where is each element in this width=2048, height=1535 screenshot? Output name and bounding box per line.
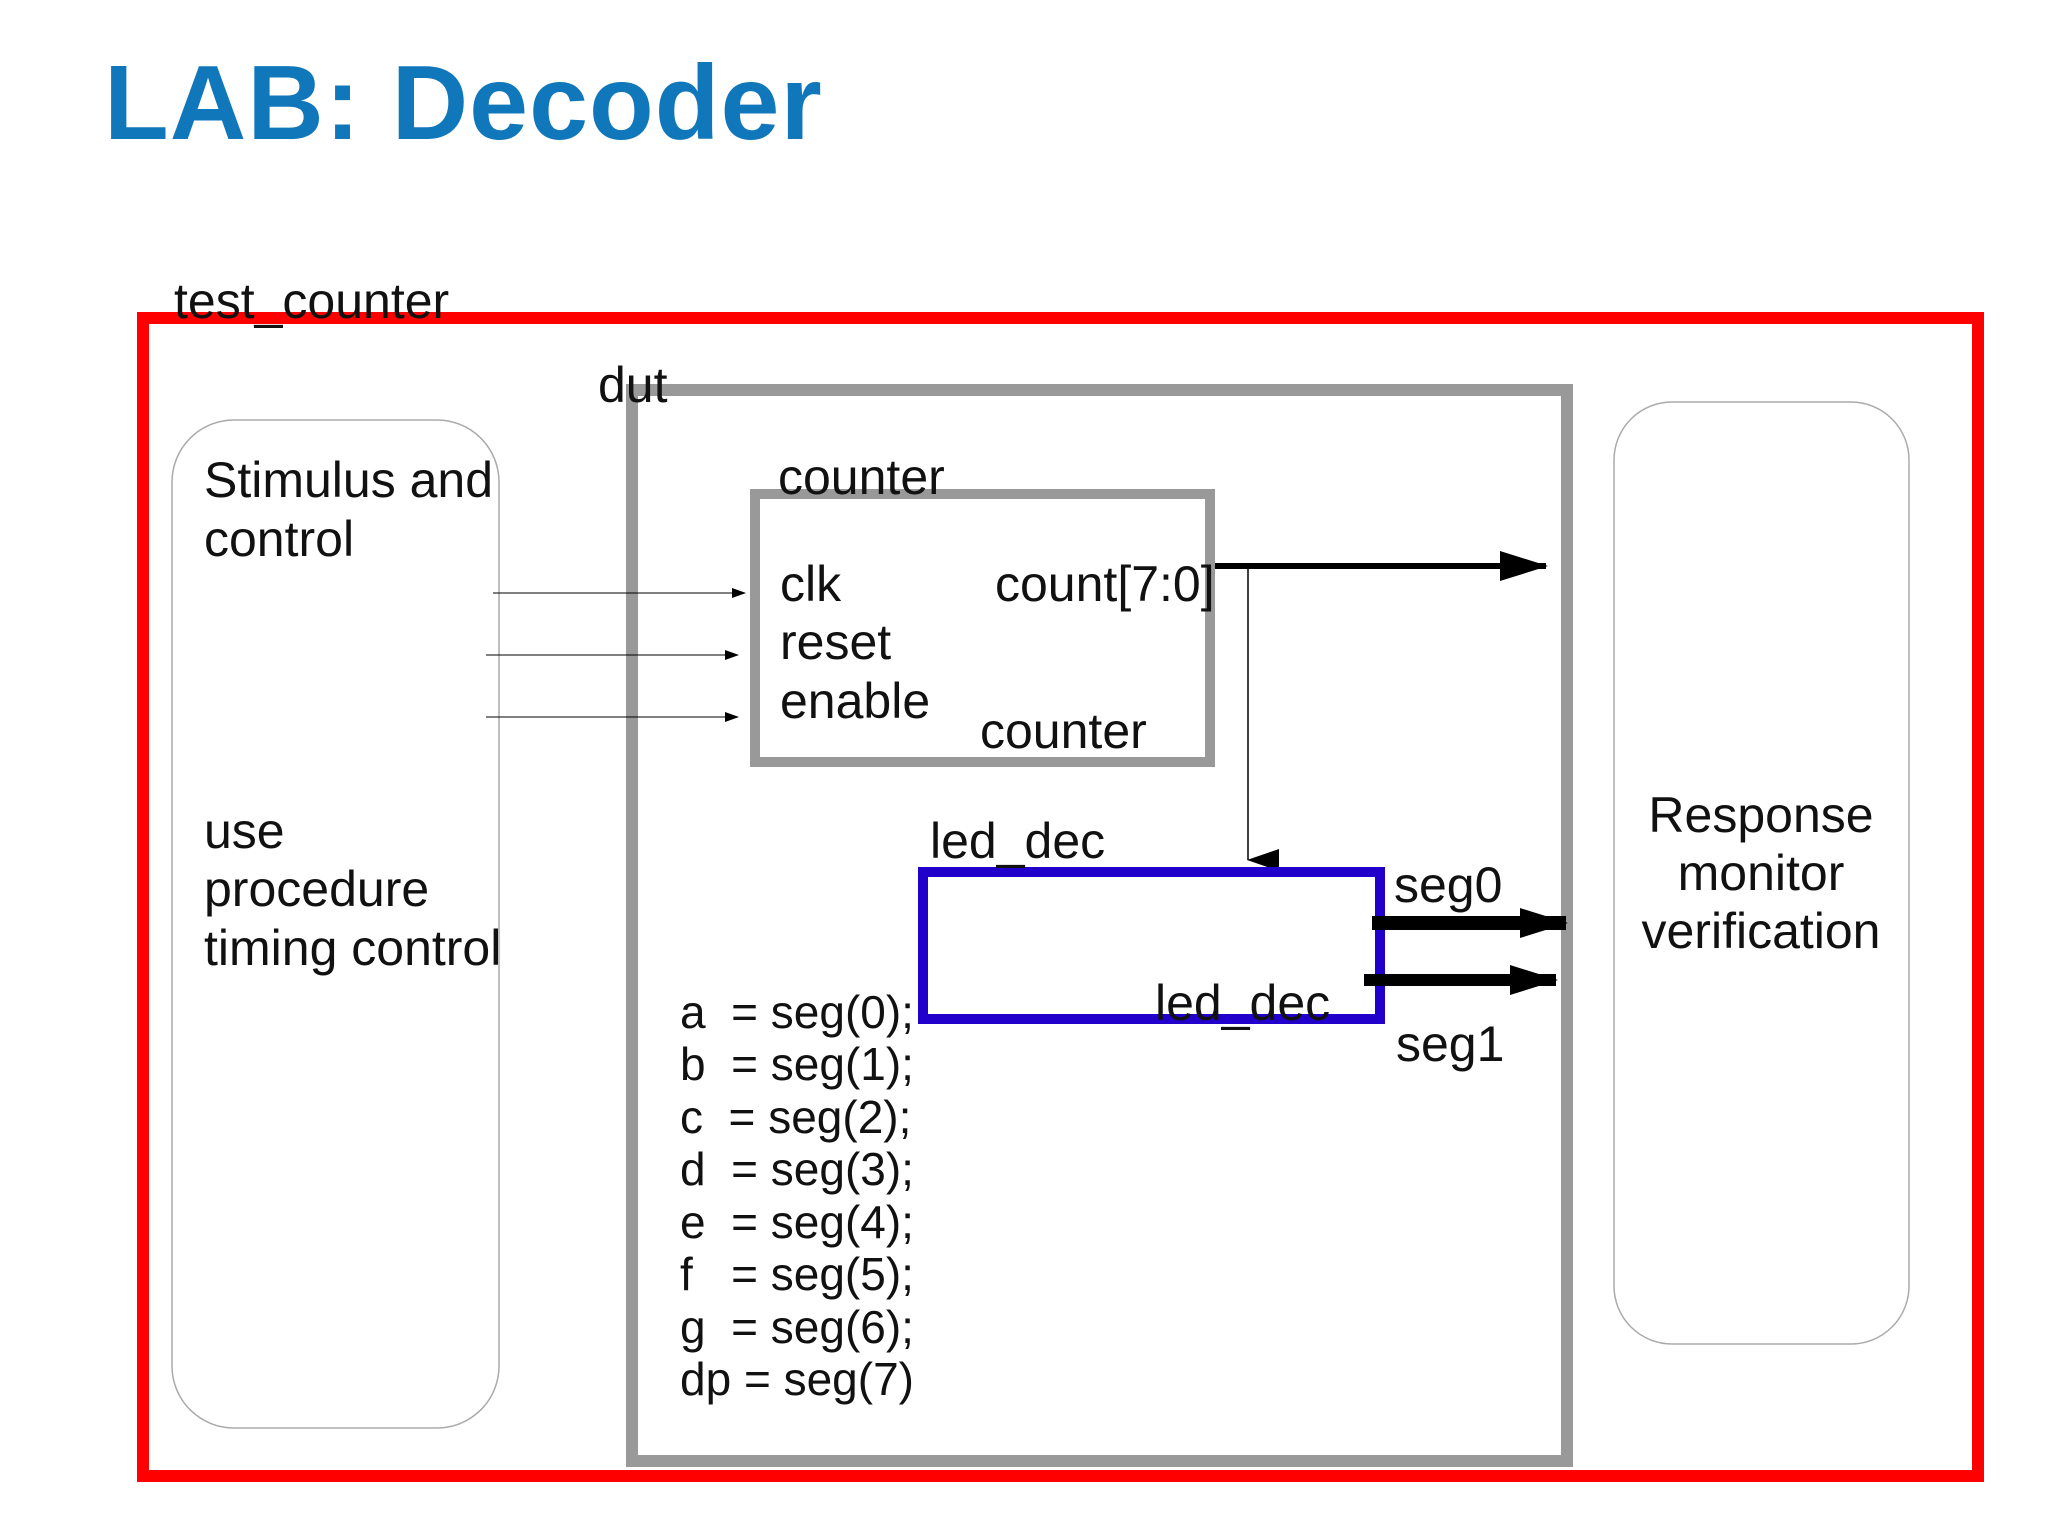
counter-port-count: count[7:0] [995,556,1215,612]
segment-map-line: d = seg(3); [680,1143,914,1195]
response-text-line2: monitor [1678,845,1845,901]
stimulus-text-line3: use [204,803,285,859]
led-dec-label-top: led_dec [930,813,1105,869]
segment-map-line: f = seg(5); [680,1248,914,1300]
stimulus-panel [171,419,500,1429]
dut-label: dut [598,357,668,413]
segment-map-line: b = seg(1); [680,1038,914,1090]
led-dec-box [918,867,1385,1024]
page-title: LAB: Decoder [104,44,823,162]
segment-map-line: c = seg(2); [680,1091,911,1143]
stimulus-text-line2: control [204,511,354,567]
testbench-label: test_counter [174,273,449,329]
testbench-box [137,312,1984,1482]
segment-map-line: e = seg(4); [680,1196,914,1248]
seg1-label: seg1 [1396,1016,1504,1072]
response-text-line1: Response [1648,787,1873,843]
response-panel [1613,401,1910,1345]
counter-port-clk: clk [780,556,842,612]
stimulus-text-line1: Stimulus and [204,452,493,508]
stimulus-text-line4: procedure [204,861,429,917]
counter-label-top: counter [778,449,945,505]
segment-map-line: g = seg(6); [680,1301,914,1353]
counter-port-enable: enable [780,673,930,729]
led-dec-label-inner: led_dec [1155,975,1330,1031]
seg0-label: seg0 [1394,857,1502,913]
counter-label-bottom: counter [980,703,1147,759]
counter-box [750,489,1215,767]
segment-map-line: dp = seg(7) [680,1353,914,1405]
stimulus-text-line5: timing control [204,920,501,976]
counter-port-reset: reset [780,614,891,670]
segment-map-line: a = seg(0); [680,986,914,1038]
response-text-line3: verification [1642,903,1881,959]
